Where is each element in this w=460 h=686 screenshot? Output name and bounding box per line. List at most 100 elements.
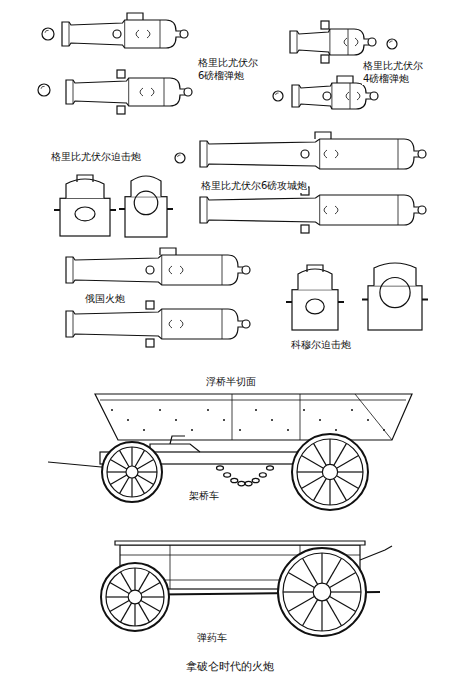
wheel-spoke — [288, 596, 314, 611]
wheel-hub — [322, 464, 337, 479]
wheel-spoke — [301, 476, 323, 489]
barrel-rings — [207, 195, 398, 225]
dolphin-handle — [127, 13, 143, 20]
wheel-rim — [107, 447, 157, 497]
cascabel — [418, 150, 426, 158]
mortar-bed — [125, 197, 167, 237]
rivet — [159, 409, 161, 411]
wheel-spoke — [283, 591, 313, 592]
cannon-barrel — [66, 70, 192, 114]
trunnion — [321, 21, 329, 29]
wheel-spoke — [329, 480, 330, 505]
ball-highlight — [390, 41, 393, 43]
cannonball — [38, 84, 50, 96]
mortar-trunnion — [286, 301, 344, 303]
ornament — [324, 150, 338, 158]
mortar — [362, 263, 428, 330]
barrel-outline — [66, 309, 243, 339]
mortar-trunnion — [54, 209, 116, 211]
mortar-handle — [77, 175, 93, 182]
wheel-tyre — [292, 434, 368, 510]
mortar-crest — [306, 299, 324, 314]
wheel-spoke — [301, 456, 323, 469]
wheel-spoke — [297, 471, 322, 472]
mortar-bed — [60, 198, 110, 236]
wheel-spoke — [337, 476, 359, 489]
wheel-spoke — [110, 600, 129, 611]
mortar-tube — [66, 179, 104, 198]
chain-link — [252, 478, 259, 482]
wheel-tyre — [101, 563, 169, 631]
mortar-tube — [131, 176, 161, 197]
figure-caption: 拿破仑时代的火炮 — [185, 660, 275, 674]
chain-link — [259, 473, 266, 477]
cascabel — [370, 92, 378, 100]
wheel-spoke — [288, 573, 314, 588]
barrel-outline — [200, 195, 419, 225]
mortar-handle — [307, 265, 323, 272]
mortar-bed — [292, 290, 338, 330]
wheel-spoke — [107, 471, 126, 472]
wheel-spoke — [338, 471, 363, 472]
trunnion — [113, 30, 121, 38]
cannon-barrel — [66, 301, 250, 347]
barrel-outline — [62, 20, 181, 48]
trunnion — [323, 92, 331, 100]
ornament — [346, 92, 360, 100]
trunnion — [146, 339, 154, 347]
wheel-hub — [313, 583, 331, 601]
part-label: 格里比尤伏尔迫击炮 — [50, 151, 142, 164]
wheel-spoke — [329, 439, 330, 464]
ornament — [136, 30, 150, 38]
chain-link — [238, 481, 245, 485]
wheel-spoke — [337, 456, 359, 469]
rivet — [111, 409, 113, 411]
mortar-trunnion — [119, 208, 173, 210]
barrel-rings — [73, 309, 222, 339]
ornament — [169, 320, 183, 328]
wheel-spoke — [131, 447, 132, 466]
wheel-spoke — [138, 572, 149, 591]
barrel-rings — [299, 83, 350, 109]
wheel-spoke — [110, 583, 129, 594]
trunnion — [117, 70, 125, 78]
mortar — [286, 265, 344, 330]
part-label: 科穆尔迫击炮 — [290, 339, 352, 352]
wheel-spoke — [135, 477, 145, 493]
wheel-spoke — [141, 583, 160, 594]
cannonball — [387, 39, 397, 49]
wheel — [102, 442, 162, 502]
mortar — [119, 176, 173, 237]
pontoon-frame — [100, 394, 406, 440]
wheel-rim — [283, 553, 361, 631]
wheel-spoke — [138, 603, 149, 622]
ornament — [324, 206, 338, 214]
wagon-chain — [217, 466, 274, 486]
rivet — [207, 409, 209, 411]
wheel-spoke — [134, 604, 135, 626]
wheel-spoke — [138, 471, 157, 472]
rivet — [367, 419, 369, 421]
pontoon-bow — [355, 394, 392, 440]
wheel-spoke — [314, 443, 327, 465]
cascabel — [184, 88, 192, 96]
cascabel — [180, 30, 188, 38]
wheel-spoke — [326, 600, 341, 626]
wheel-spoke — [321, 553, 322, 583]
cascabel — [242, 320, 250, 328]
wheel-spoke — [120, 477, 130, 493]
mortar-trunnion — [362, 298, 428, 300]
chain-link — [224, 473, 231, 477]
ornament — [140, 88, 154, 96]
rivet — [335, 429, 337, 431]
wheel-spoke — [137, 460, 153, 470]
wheel-spoke — [141, 600, 160, 611]
cannonball — [273, 91, 283, 101]
wheel-spoke — [330, 596, 356, 611]
ornament — [344, 38, 358, 46]
barrel-outline — [66, 255, 243, 285]
rivet — [319, 419, 321, 421]
mortar-tube — [298, 269, 332, 290]
wheel-rim — [106, 568, 164, 626]
